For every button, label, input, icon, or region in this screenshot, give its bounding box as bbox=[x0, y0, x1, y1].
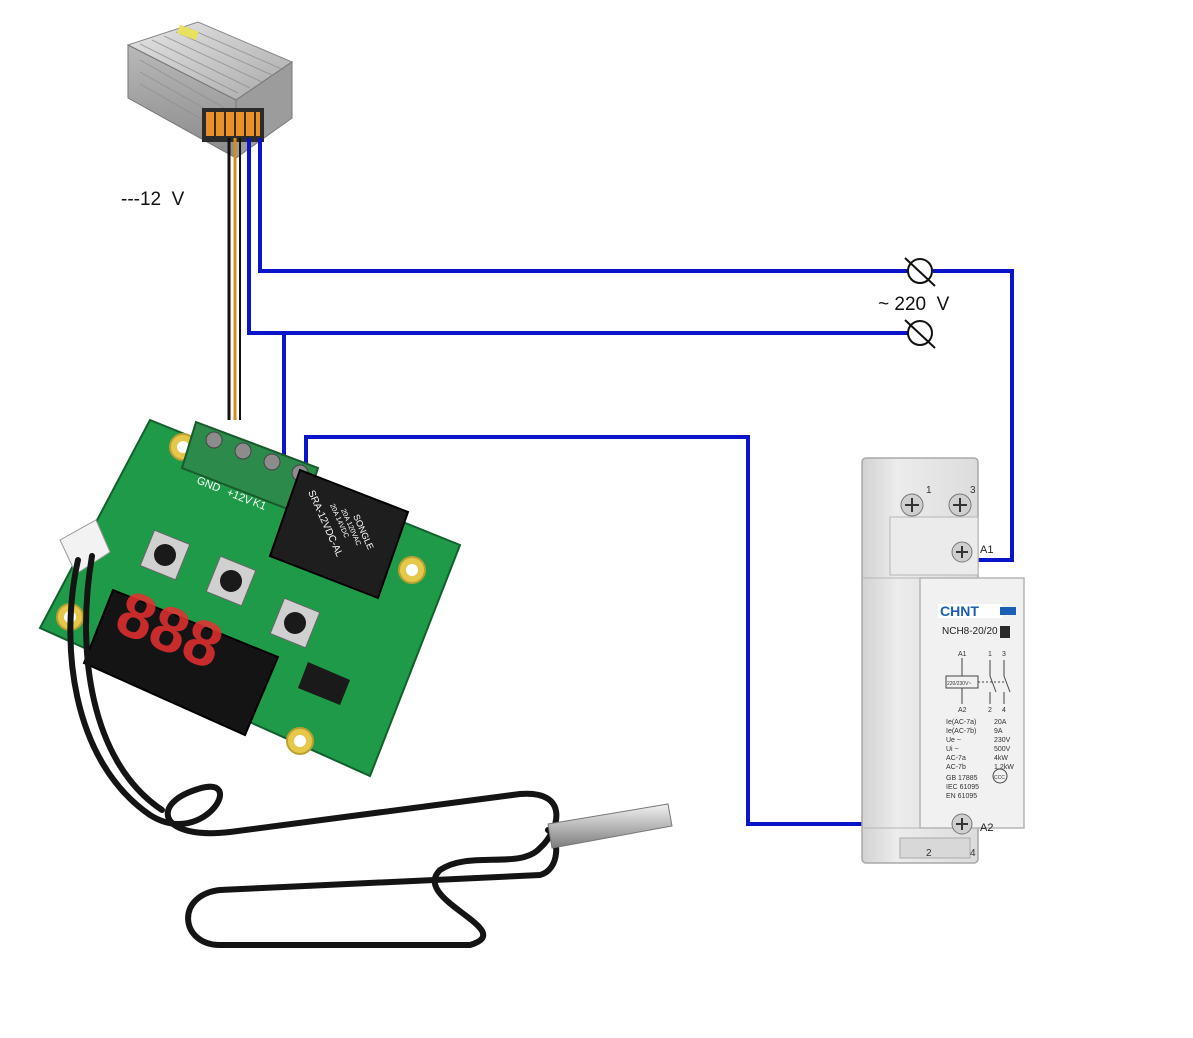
k1-label: K1 bbox=[251, 497, 268, 513]
standard-label: IEC 61095 bbox=[946, 784, 979, 791]
wire-relay-to-a2 bbox=[304, 435, 955, 826]
wire-neutral-to-terminal bbox=[247, 138, 908, 335]
wire-terminal-to-a1 bbox=[933, 269, 1014, 562]
dc-voltage-label: ---12 V bbox=[121, 189, 185, 210]
spec-key: AC-7b bbox=[946, 764, 966, 771]
terminal-2-label: 2 bbox=[926, 848, 932, 859]
schematic-a2: A2 bbox=[958, 707, 967, 714]
contactor-schematic bbox=[945, 658, 1011, 704]
ac-terminal-icon bbox=[904, 319, 936, 349]
button[interactable] bbox=[205, 555, 257, 607]
spec-value: 9A bbox=[994, 728, 1003, 735]
probe-connector bbox=[59, 519, 111, 575]
button[interactable] bbox=[139, 529, 191, 581]
ac-wires bbox=[247, 138, 1014, 826]
standard-label: GB 17885 bbox=[946, 775, 978, 782]
ccc-mark: CCC bbox=[994, 775, 1005, 781]
spec-value: 20A bbox=[994, 719, 1007, 726]
contactor-model: NCH8-20/20 bbox=[942, 626, 998, 637]
terminal-a1-label: A1 bbox=[980, 544, 993, 556]
button[interactable] bbox=[269, 597, 321, 649]
schematic-a1: A1 bbox=[958, 651, 967, 658]
ac-terminal-icon bbox=[904, 257, 936, 287]
thermostat-board: SRA-12VDC-AL 20A 14VDC 20A 120VAC SONGLE… bbox=[38, 418, 462, 778]
standard-label: EN 61095 bbox=[946, 793, 977, 800]
wire-phase-to-terminal bbox=[258, 138, 908, 273]
schematic-1: 1 bbox=[988, 651, 992, 658]
ac-voltage-label: ~ 220 V bbox=[878, 294, 950, 315]
spec-value: 4kW bbox=[994, 755, 1008, 762]
spec-key: Ie(AC-7b) bbox=[946, 728, 976, 735]
spec-value: 500V bbox=[994, 746, 1011, 753]
spec-key: Ui ~ bbox=[946, 746, 959, 753]
coil-voltage: 220/230V~ bbox=[947, 681, 971, 687]
spec-key: Ie(AC-7a) bbox=[946, 719, 976, 726]
terminal-4-label: 4 bbox=[970, 848, 976, 859]
dc-wires bbox=[227, 138, 241, 420]
temperature-probe-icon bbox=[67, 553, 673, 948]
contactor: 1 3 A1 CHNT NCH8-20/20 A1 1 3 220/230V~ bbox=[861, 457, 1025, 864]
spec-key: Ue ~ bbox=[946, 737, 961, 744]
spec-value: 230V bbox=[994, 737, 1011, 744]
chnt-brand: CHNT bbox=[940, 603, 979, 619]
terminal-block bbox=[180, 420, 320, 517]
spec-value: 1.2kW bbox=[994, 764, 1014, 771]
schematic-3: 3 bbox=[1002, 651, 1006, 658]
spec-key: AC-7a bbox=[946, 755, 966, 762]
power-supply-icon bbox=[126, 21, 294, 159]
relay: SRA-12VDC-AL 20A 14VDC 20A 120VAC SONGLE bbox=[268, 468, 410, 600]
terminal-a2-label: A2 bbox=[980, 822, 993, 834]
spec-table: Ie(AC-7a) 20A Ie(AC-7b) 9A Ue ~ 230V Ui ~ 500V A… bbox=[946, 719, 1014, 771]
schematic-2: 2 bbox=[988, 707, 992, 714]
chip bbox=[298, 662, 350, 705]
schematic-4: 4 bbox=[1002, 707, 1006, 714]
terminal-3-label: 3 bbox=[970, 485, 976, 496]
terminal-1-label: 1 bbox=[926, 485, 932, 496]
